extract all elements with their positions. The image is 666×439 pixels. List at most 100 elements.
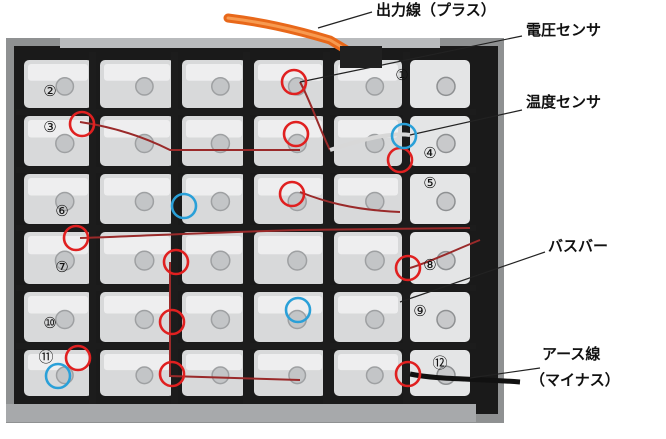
voltage-sensor-marker [394, 360, 422, 388]
cell-terminal [287, 250, 308, 271]
temp-sensor-label: 温度センサ [526, 93, 602, 111]
cell-highlight [28, 296, 88, 314]
cell-terminal [55, 77, 75, 96]
voltage-sensor-marker [278, 180, 306, 208]
cell-highlight [338, 296, 398, 314]
temp-sensor-marker [44, 362, 72, 390]
cell-highlight [258, 296, 322, 314]
cell-highlight [338, 354, 398, 371]
frame-dividers [16, 52, 476, 404]
cell-terminal [365, 309, 385, 330]
end-cell-terminal [436, 309, 456, 330]
cell-highlight [28, 354, 88, 371]
cell-terminal [210, 133, 231, 154]
sensor-wire [299, 191, 401, 213]
end-cell-terminal [436, 133, 456, 154]
sensor-cable-white [329, 132, 411, 152]
cell-highlight [338, 178, 398, 196]
horizontal-divider [16, 285, 476, 291]
cell-highlight [338, 64, 398, 81]
leader-ground [469, 367, 541, 379]
cell-highlight [258, 354, 322, 371]
cell-number-label: ① [395, 66, 408, 84]
cell-highlight [258, 178, 322, 196]
cell-highlight [28, 64, 88, 81]
voltage-sensor-marker [162, 248, 190, 276]
temp-sensor-marker [284, 296, 312, 324]
cell-terminal [365, 366, 384, 385]
voltage-sensor-marker [64, 344, 92, 372]
cell-terminal [364, 250, 385, 271]
cell-highlight [104, 354, 170, 371]
cell-terminal [365, 77, 385, 96]
sensor-wire [169, 262, 301, 381]
cell-terminal [365, 191, 385, 212]
cell-highlight [338, 236, 398, 255]
voltage-sensor-marker [158, 308, 186, 336]
cell-terminal [55, 191, 75, 212]
cell-highlight [258, 120, 322, 138]
cell-number-label: ⑤ [423, 174, 436, 192]
ground-line-sublabel: （マイナス） [530, 371, 620, 389]
cell-highlight [104, 178, 170, 196]
cell-highlight [186, 296, 242, 314]
cell-terminal [134, 191, 155, 212]
cell-terminal [211, 366, 230, 385]
cell-number-label: ⑪ [38, 348, 53, 366]
cell-terminal [134, 309, 155, 330]
cell-highlight [338, 120, 398, 138]
cell-number-label: ⑥ [55, 202, 68, 220]
voltage-sensor-marker [158, 360, 186, 388]
cell-highlight [104, 296, 170, 314]
cell-highlight [28, 236, 88, 255]
voltage-sensor-marker [62, 224, 90, 252]
horizontal-divider [16, 109, 476, 115]
cell-highlight [104, 236, 170, 255]
leader-output [317, 11, 373, 29]
end-cell-terminal [436, 191, 456, 212]
voltage-sensor-marker [394, 254, 422, 282]
cell-terminal [288, 366, 307, 385]
cell-terminal [210, 191, 231, 212]
voltage-sensor-label: 電圧センサ [526, 21, 602, 39]
cell-highlight [186, 64, 242, 81]
cell-highlight [104, 64, 170, 81]
cell-highlight [28, 178, 88, 196]
cell-terminal [54, 250, 75, 271]
cell-number-label: ⑩ [43, 314, 56, 332]
cell-terminal [135, 366, 154, 385]
voltage-sensor-marker [282, 120, 310, 148]
sensor-wire [299, 81, 331, 151]
cell-highlight [186, 120, 242, 138]
sensor-markers [44, 68, 422, 390]
cell-terminal [211, 77, 230, 96]
cell-number-label: ④ [423, 144, 436, 162]
ground-line-label: アース線 [542, 345, 601, 363]
cell-number-label: ⑦ [55, 258, 68, 276]
voltage-sensor-marker [280, 68, 308, 96]
cell-terminal [134, 133, 155, 154]
cell-highlight [258, 64, 322, 81]
cell-terminal [55, 133, 75, 154]
output-cable-label: 出力線（プラス） [376, 1, 496, 19]
cell-number-label: ⑫ [432, 354, 447, 372]
top-rail [60, 38, 440, 48]
cell-terminal [210, 250, 231, 271]
temp-sensor-marker [170, 192, 198, 220]
cell-highlight [186, 236, 242, 255]
cell-highlight [186, 354, 242, 371]
cell-terminal [135, 77, 154, 96]
leader-temp [409, 109, 523, 136]
cell-number-label: ③ [43, 118, 56, 136]
cell-highlight [258, 236, 322, 255]
temp-sensor-marker [390, 122, 418, 150]
cell-terminal [55, 309, 75, 330]
cell-highlight [186, 178, 242, 196]
output-terminal [340, 46, 382, 68]
leader-busbar [399, 251, 546, 303]
busbar-label: バスバー [548, 237, 609, 255]
cell-highlight [104, 120, 170, 138]
horizontal-divider [16, 343, 476, 349]
